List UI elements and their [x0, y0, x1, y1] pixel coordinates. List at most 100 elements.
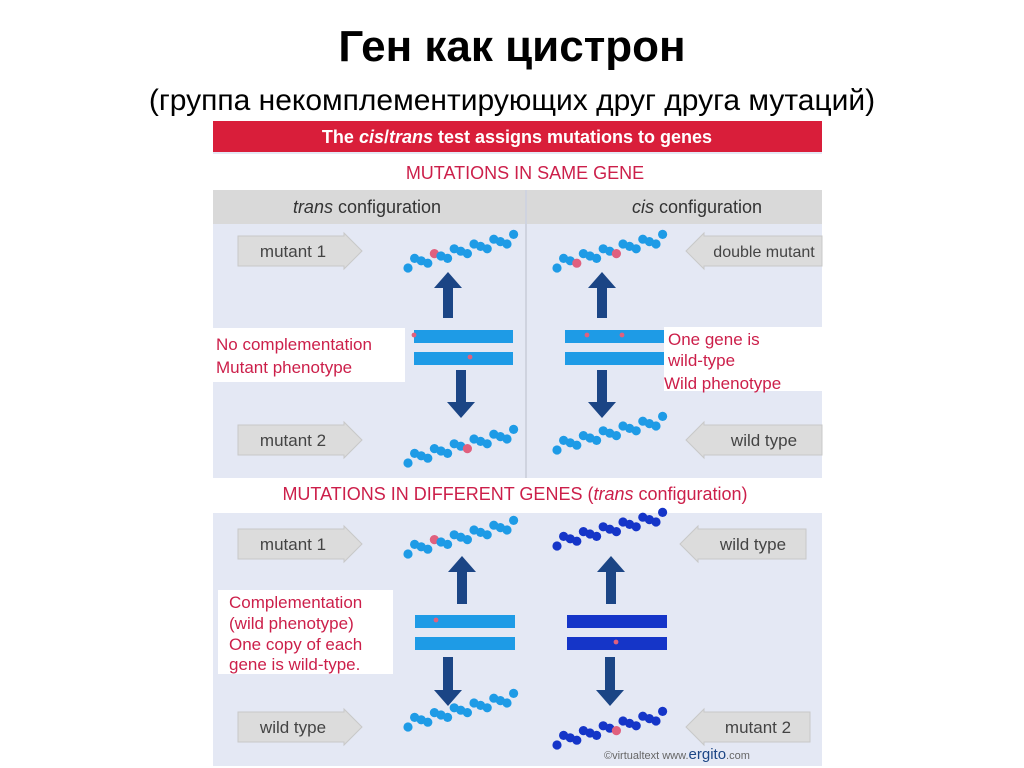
strand-mutant1-trans: [403, 229, 519, 273]
complementation-line4: gene is wild-type.: [229, 655, 360, 674]
bead: [611, 431, 622, 441]
complementation-line3: One copy of each: [229, 635, 362, 654]
bead: [443, 253, 453, 263]
mutant1-arrow-top: mutant 1: [237, 231, 363, 271]
mutant1-arrow-bottom: mutant 1: [237, 524, 363, 564]
bead: [631, 426, 641, 436]
up-arrow-diff-right: [597, 556, 625, 604]
mutant2-arrow-bottom-label: mutant 2: [725, 718, 791, 737]
no-complementation-line2: Mutant phenotype: [216, 358, 352, 377]
mutant2-arrow-top-label: mutant 2: [260, 431, 326, 450]
bead: [552, 445, 562, 455]
mutation-mark: [613, 639, 619, 645]
bead: [658, 411, 668, 421]
bead: [508, 688, 519, 699]
one-gene-line1: One gene is: [668, 330, 760, 349]
strand-double-mutant-cis: [552, 229, 668, 273]
up-arrow-trans-top: [434, 272, 462, 318]
bead: [572, 536, 582, 546]
diff-bar-bottom-right: [567, 637, 667, 650]
bead: [552, 541, 562, 551]
bead: [443, 539, 453, 550]
bead: [508, 424, 519, 434]
mutant1-arrow-top-label: mutant 1: [260, 242, 326, 261]
mutation-mark: [411, 332, 417, 338]
wild-type-arrow-bottom-label: wild type: [259, 718, 326, 737]
bead: [611, 527, 622, 537]
mutation-bead: [611, 249, 622, 259]
up-arrow-cis-top: [588, 272, 616, 318]
cis-bar-bottom: [565, 352, 664, 365]
diff-bar-top-right: [567, 615, 667, 628]
mutation-mark: [467, 354, 473, 360]
bead: [502, 239, 512, 249]
double-mutant-arrow-label: double mutant: [713, 244, 815, 261]
bead: [651, 239, 661, 249]
same-gene-header: MUTATIONS IN SAME GENE: [406, 163, 644, 183]
bead: [443, 448, 453, 458]
cis-bar-top: [565, 330, 664, 343]
diff-bar-top-left: [415, 615, 515, 628]
trans-bar-top: [411, 330, 513, 343]
wild-type-arrow-bottom: wild type: [237, 707, 363, 747]
bead: [592, 531, 602, 542]
bead: [423, 453, 433, 463]
strand-mutant2-trans: [403, 424, 519, 468]
bead: [631, 721, 641, 731]
bead: [502, 525, 512, 535]
mutant2-arrow-bottom: mutant 2: [685, 707, 811, 747]
bead: [508, 515, 519, 526]
diff-bar-bottom-left: [415, 637, 515, 650]
down-arrow-trans: [447, 370, 475, 418]
bead: [462, 535, 472, 545]
mutant1-arrow-bottom-label: mutant 1: [260, 535, 326, 554]
page-subtitle: (группа некомплементирующих друг друга м…: [148, 84, 876, 117]
double-mutant-arrow: double mutant: [685, 231, 823, 271]
page-title: Ген как цистрон: [338, 22, 686, 71]
cis-column-header-bg: [527, 190, 822, 224]
bead: [403, 458, 413, 468]
down-arrow-diff-right: [596, 657, 624, 706]
no-complementation-line1: No complementation: [216, 335, 372, 354]
bead: [592, 730, 602, 741]
bead: [423, 717, 433, 727]
one-gene-wild-box: [664, 327, 822, 391]
bead: [482, 439, 492, 449]
bead: [651, 716, 661, 726]
bead: [631, 522, 641, 532]
bead: [552, 263, 562, 273]
bead: [651, 421, 661, 431]
bead: [462, 249, 472, 259]
bead: [592, 435, 602, 445]
mutation-bead: [572, 258, 582, 268]
bead: [502, 434, 512, 444]
mutation-mark: [433, 617, 439, 623]
bead: [482, 244, 492, 254]
up-arrow-diff-left: [448, 556, 476, 604]
bead: [482, 530, 492, 540]
wild-type-arrow-right: wild type: [679, 524, 807, 564]
strand-wild-type-diff: [552, 507, 668, 551]
bead: [631, 244, 641, 254]
one-gene-line3: Wild phenotype: [664, 374, 781, 393]
banner-bar: [213, 121, 822, 152]
bead: [572, 440, 582, 450]
bead: [592, 253, 602, 263]
mutation-bead: [611, 726, 622, 736]
bead: [502, 698, 512, 708]
strand-wild-type-cis: [552, 411, 668, 455]
mutant2-arrow-top: mutant 2: [237, 420, 363, 460]
wild-type-arrow-top-label: wild type: [730, 431, 797, 450]
mutation-mark: [584, 332, 590, 338]
same-gene-header-bg: [213, 154, 822, 190]
bead: [552, 740, 562, 750]
strand-mutant2-diff: [552, 706, 668, 750]
bead: [462, 708, 472, 718]
bead: [403, 549, 413, 559]
trans-bar-bottom: [414, 352, 513, 365]
bead: [651, 517, 661, 527]
bead: [403, 263, 413, 273]
bead: [658, 229, 668, 239]
mutation-mark: [619, 332, 625, 338]
